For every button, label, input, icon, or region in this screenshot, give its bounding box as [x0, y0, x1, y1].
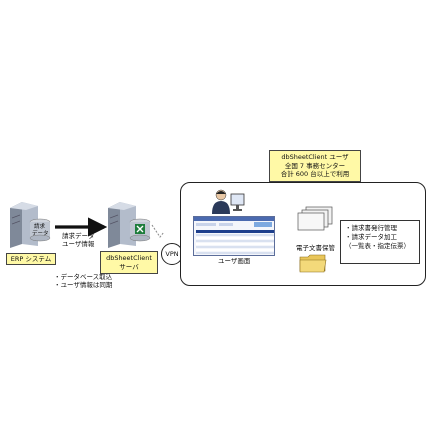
- vpn-label: VPN: [165, 250, 179, 258]
- users-group-line-2: 全国 7 事務センター: [284, 161, 346, 170]
- users-group-line-1: dbSheetClient ユーザ: [281, 153, 349, 161]
- user-screen-label: ユーザ画面: [218, 257, 251, 265]
- transfer-label-1: 請求データ: [62, 232, 95, 240]
- function-item-1: ・請求書発行管理: [345, 224, 397, 232]
- transfer-label-2: ユーザ情報: [62, 240, 95, 248]
- erp-server-icon: [8, 200, 54, 248]
- erp-note-2: ・ユーザ情報は同期: [54, 281, 113, 289]
- users-group-line-3: 合計 600 台以上で利用: [280, 170, 350, 178]
- user-at-pc-icon: [206, 188, 246, 216]
- erp-data-label-2: データ: [32, 231, 49, 237]
- dbsheetclient-server-label-2: サーバ: [119, 262, 139, 271]
- erp-note-1: ・データベース取込: [54, 273, 113, 281]
- functions-box: ・請求書発行管理 ・請求データ加工 （一覧表・指定伝票）: [340, 220, 420, 264]
- erp-system-label: ERP システム: [6, 253, 56, 265]
- dbsheetclient-server-label-1: dbSheetClient: [106, 254, 152, 262]
- erp-data-label-1: 請求: [34, 224, 46, 230]
- folder-icon: [299, 253, 327, 273]
- archive-label: 電子文書保管: [296, 244, 335, 252]
- server-to-vpn-link: [151, 224, 165, 238]
- documents-stack-icon: [297, 206, 334, 232]
- users-group-label: dbSheetClient ユーザ 全国 7 事務センター 合計 600 台以上…: [269, 150, 361, 182]
- dbsheetclient-server-icon: [106, 200, 154, 248]
- function-item-3: （一覧表・指定伝票）: [345, 242, 410, 250]
- function-item-2: ・請求データ加工: [345, 233, 397, 241]
- user-screen-window: [193, 216, 275, 256]
- dbsheetclient-server-label: dbSheetClient サーバ: [100, 251, 158, 274]
